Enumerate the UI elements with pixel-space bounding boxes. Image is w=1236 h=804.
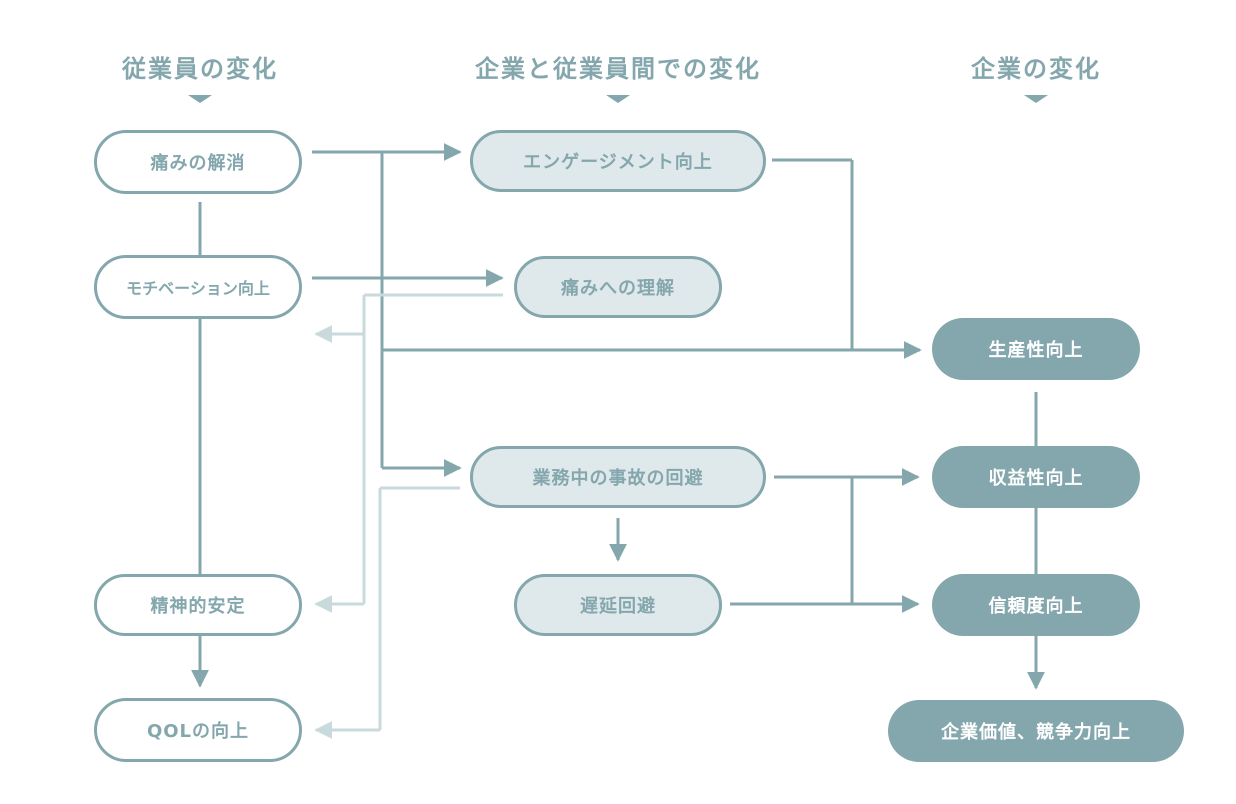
node-mental-stability: 精神的安定 bbox=[94, 574, 302, 636]
header-between: 企業と従業員間での変化 bbox=[475, 54, 761, 83]
node-corporate-value: 企業価値、競争力向上 bbox=[888, 700, 1184, 762]
header-employee: 従業員の変化 bbox=[122, 54, 278, 83]
header-company: 企業の変化 bbox=[971, 54, 1101, 83]
node-accident-avoidance: 業務中の事故の回避 bbox=[470, 446, 766, 508]
node-pain-understanding: 痛みへの理解 bbox=[514, 256, 722, 318]
node-pain-relief: 痛みの解消 bbox=[94, 130, 302, 194]
header-employee-caret-icon bbox=[188, 95, 212, 103]
node-delay-avoidance: 遅延回避 bbox=[514, 574, 722, 636]
node-engagement: エンゲージメント向上 bbox=[470, 130, 766, 192]
header-between-caret-icon bbox=[606, 95, 630, 103]
node-productivity: 生産性向上 bbox=[932, 318, 1140, 380]
node-reliability: 信頼度向上 bbox=[932, 574, 1140, 636]
node-profitability: 収益性向上 bbox=[932, 446, 1140, 508]
node-qol: QOLの向上 bbox=[94, 698, 302, 762]
node-motivation: モチベーション向上 bbox=[94, 255, 302, 319]
header-company-caret-icon bbox=[1024, 95, 1048, 103]
